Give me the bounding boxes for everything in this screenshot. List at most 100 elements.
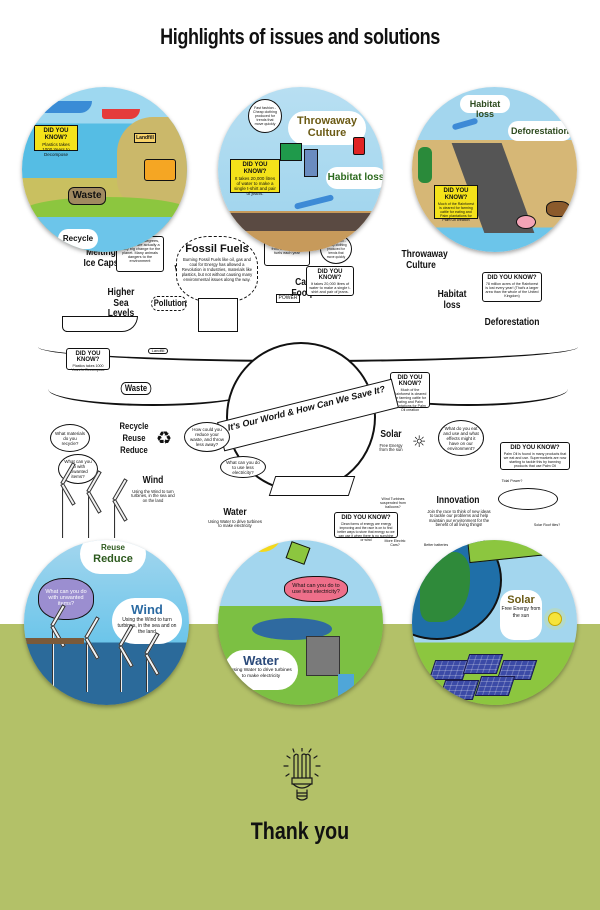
page-title: Highlights of issues and solutions [160,24,440,49]
innovation-text: Join the race to think of new ideas to t… [427,509,491,528]
melting-ice-caps-label: Melting Ice Caps [83,247,119,269]
reuse-reduce-cloud: Reuse Reduce [80,540,146,574]
circle-water: What can you do to use less electricity?… [218,540,383,705]
cruise-ship-sketch [62,316,138,332]
circle-solar: Solar Free Energy from the sun [412,540,577,705]
wind-turbine [52,624,54,690]
solar-panel [438,680,480,700]
river-bank-line [48,372,258,406]
fossil-fuels-cloud: Fossil Fuels Burning Fossil Fuels like o… [176,236,258,302]
dam [306,636,340,676]
tidal-power-note: Tidal Power? [501,479,523,483]
landfill-sign: Landfill [148,348,168,355]
habitat-loss-label: Habitat loss [437,289,467,311]
plastics-fact-box: DID YOU KNOW? Plastics takes 1000 Years … [66,348,110,372]
wind-label: Wind [142,475,164,486]
wind-turbine [120,644,122,692]
sun-icon [548,612,562,626]
power-sign: POWER [276,294,300,304]
yellow-shape [242,540,282,552]
solar-info-card: Solar Free Energy from the sun [500,590,542,640]
waste-label: Waste [68,187,106,205]
lightbulb-icon [282,747,322,804]
coastline [24,638,84,644]
recycle-arrows-icon: ♻ [156,428,173,449]
green-leaf [285,541,311,565]
city-skyline [228,213,378,231]
fast-fashion-bubble: Fast fashion - Cheap clothing produced f… [248,99,282,133]
airplane [451,117,479,131]
wind-turbine [146,652,148,692]
circle-wind: Reuse Reduce What can you do with unwant… [24,540,189,705]
wind-text: Using the Wind to turn turbines, in the … [117,617,177,635]
reservoir [252,618,332,640]
fossil-fuels-text: Burning Fossil Fuels like oil, gas and c… [181,257,253,283]
t-shirt [280,143,302,161]
wind-title: Wind [131,602,163,617]
solar-roof-note: Solar Roof tiles? [533,523,561,527]
wind-turbine [86,636,88,692]
habitat-loss-label: Habitat loss [460,95,510,119]
clean-energy-fact-box: DID YOU KNOW? Clean forms of energy are … [334,512,398,542]
throwaway-culture-label: Throwaway Culture [288,111,366,145]
habitat-loss-label: Habitat loss [326,167,383,189]
deforestation-label: Deforestation [508,121,572,141]
question-recycle-materials: What materials do you recycle? [50,424,90,452]
solar-panel [462,654,504,674]
pollution-label: Pollution [151,296,187,312]
palm-oil-fact-box: DID YOU KNOW? Palm Oil is found in many … [500,442,570,470]
question-less-electricity: What can you do to use less electricity? [220,456,266,478]
circle-throwaway-culture: Fast fashion - Cheap clothing produced f… [218,87,383,252]
did-you-know-rainforest: DID YOU KNOW? Much of the Rainforest is … [434,185,478,222]
jeans [304,149,318,177]
question-less-electricity: What can you do to use less electricity? [284,576,348,602]
higher-sea-levels-label: Higher Sea Levels [107,287,135,319]
reduce-label: Reduce [120,445,148,455]
solar-text: Free Energy from the sun [379,443,403,453]
landfill-sign: Landfill [134,133,156,143]
waterfall [338,674,354,704]
balloon-turbine-note: Wind Turbines suspended from balloons? [380,497,406,509]
cruise-ship [42,101,92,113]
cargo-ship [102,109,140,119]
banner-ribbon [467,540,569,564]
solar-label: Solar [380,429,402,440]
deforestation-fact-box: DID YOU KNOW? 78 million acres of the Ra… [482,272,542,302]
water-fact-box: DID YOU KNOW? It takes 20,000 litres of … [306,266,354,296]
solar-panel-sketch [268,476,356,496]
question-reduce-waste: How could you reduce your waste, and thr… [184,422,230,452]
sun-sketch-icon: ☼ [412,432,427,451]
tidal-lagoon-sketch [498,488,558,510]
waste-label: Waste [120,382,152,396]
hill-line [368,372,568,406]
electric-cars-note: More Electric Cars? [384,539,406,547]
pig [516,215,536,229]
question-unwanted-items: What can you do with unwanted items? [38,578,94,620]
reuse-label: Reuse [122,433,146,443]
wind-text: Using the Wind to turn turbines, in the … [131,489,175,503]
throwaway-culture-label: Throwaway Culture [401,249,448,271]
solar-title: Solar [507,594,535,606]
circle-deforestation: Habitat loss Deforestation DID YOU KNOW?… [412,87,577,252]
circle-waste: DID YOU KNOW? Plastics takes 1000 Years … [22,87,187,252]
did-you-know-plastics: DID YOU KNOW? Plastics takes 1000 Years … [34,125,78,157]
recycle-label: Recycle [119,421,149,431]
wind-turbine-sketch [62,482,64,538]
innovation-label: Innovation [436,495,480,506]
drink-can [353,137,365,155]
cow [546,201,570,217]
thank-you-message: Thank you [250,818,350,845]
water-text: Using Water to drive turbines to make el… [230,668,292,679]
airplane [293,194,335,210]
solar-panel [474,676,516,696]
fossil-fuels-heading: Fossil Fuels [185,243,249,255]
deforestation-label: Deforestation [484,317,540,328]
wind-turbine-sketch [88,490,90,538]
question-eat-and-use: What do you eat and use and what effects… [438,420,484,456]
river-bottom [22,217,187,252]
recycle-label: Recycle [58,229,98,249]
water-text: Using Water to drive turbines to make el… [208,519,262,529]
solar-text: Free Energy from the sun [501,606,541,619]
water-title: Water [243,653,279,668]
water-label: Water [223,507,247,518]
